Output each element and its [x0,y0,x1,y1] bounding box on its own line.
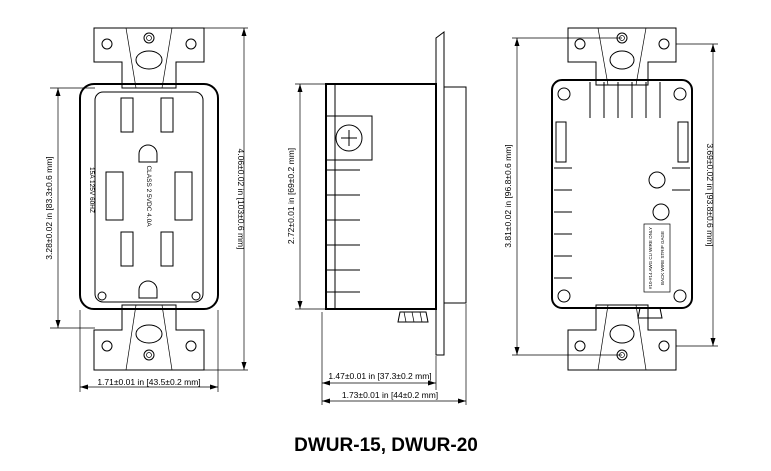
wire-spec-label: #10-#14 AWG CU WIRE ONLY [648,227,653,289]
side-height-dimension: 2.72±0.01 in [69±0.2 mm] [286,148,296,244]
front-height-dimension: 3.28±0.02 in [83.3±0.6 mm] [44,156,54,259]
back-overall-height-dimension: 3.81±0.02 in [96.8±0.6 mm] [503,144,513,247]
side-view-dimensions: 2.72±0.01 in [69±0.2 mm] 1.47±0.01 in [3… [286,83,467,405]
front-view: 15A 125V 60HZ CLASS 2 5VDC 4.0A [79,27,219,371]
side-view [325,31,467,356]
front-width-dimension: 1.71±0.01 in [43.5±0.2 mm] [97,377,200,387]
side-overall-depth-dimension: 1.73±0.01 in [44±0.2 mm] [342,390,438,400]
back-view: #10-#14 AWG CU WIRE ONLY BACK WIRE STRIP… [551,27,693,371]
usb-rating-label: CLASS 2 5VDC 4.0A [145,165,152,227]
front-overall-height-dimension: 4.06±0.02 in [103±0.6 mm] [236,149,246,250]
back-height-dimension: 3.69±0.02 in [93.8±0.6 mm] [705,143,715,246]
drawing-title: DWUR-15, DWUR-20 [294,435,478,456]
side-depth-dimension: 1.47±0.01 in [37.3±0.2 mm] [328,371,431,381]
front-view-dimensions: 3.28±0.02 in [83.3±0.6 mm] 4.06±0.02 in … [44,27,248,392]
back-view-dimensions: 3.81±0.02 in [96.8±0.6 mm] 3.69±0.02 in … [503,37,718,356]
terminal-labels: BACK WIRE STRIP GAGE [660,231,665,285]
rating-label: 15A 125V 60HZ [88,167,95,213]
